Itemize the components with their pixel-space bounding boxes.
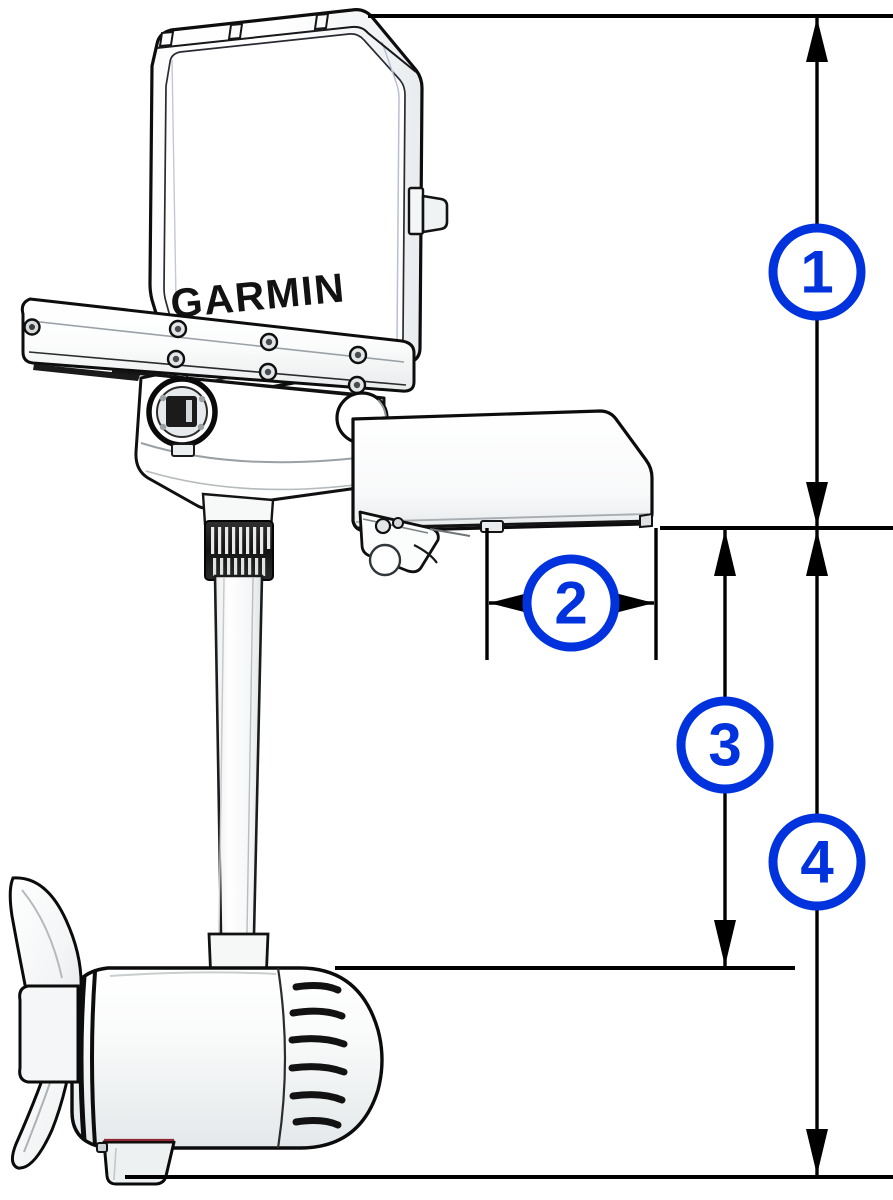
rear-band-2 — [90, 971, 97, 1146]
connector-port — [146, 376, 218, 457]
dim4-arrowhead-down — [806, 1129, 828, 1175]
port-screw — [198, 395, 206, 403]
bracket-body — [351, 409, 654, 533]
dim2-arrowhead-left — [489, 592, 532, 614]
callout-2-circle — [522, 554, 620, 652]
rail-bolts — [23, 318, 368, 395]
port-tab — [171, 443, 195, 457]
port-screw — [197, 423, 205, 431]
callout-4: 4 — [768, 813, 866, 911]
callout-3-label: 3 — [708, 712, 741, 779]
prop-blade-upper-rib — [21, 889, 63, 979]
latch-pivot-bolt — [374, 517, 392, 535]
bolt-head — [23, 318, 41, 336]
callout-2-label: 2 — [554, 570, 587, 637]
head-top-tabs — [158, 12, 330, 48]
dim2-arrowhead-right — [611, 592, 654, 614]
dim1-arrowhead-up — [806, 18, 828, 62]
skeg-rib — [113, 1147, 117, 1181]
propeller — [8, 876, 83, 1170]
bolt-head — [258, 362, 278, 382]
rear-band-1 — [78, 975, 87, 1141]
dim1-arrowhead-down — [806, 482, 828, 526]
callout-1-label: 1 — [800, 239, 833, 306]
bracket-underline — [355, 513, 649, 523]
dim3-arrowhead-up — [714, 530, 736, 576]
callout-1: 1 — [768, 223, 866, 321]
rail-top-edge — [30, 320, 405, 363]
callout-2: 2 — [522, 554, 620, 652]
head-side-boss — [407, 186, 449, 236]
latch-rod — [429, 528, 471, 537]
rail-bottom-edge — [28, 351, 407, 386]
bolt-head — [259, 332, 279, 352]
dim3-arrowhead-down — [714, 920, 736, 966]
port-screw — [159, 423, 167, 431]
port-socket — [166, 396, 197, 427]
bolt-head — [168, 319, 188, 339]
port-screw — [159, 394, 167, 402]
callout-1-circle — [768, 223, 866, 321]
head-top-bezel — [156, 25, 417, 73]
latch-roller — [368, 543, 402, 577]
dim4-arrowhead-up — [806, 530, 828, 576]
shaft-left-highlight — [218, 577, 225, 934]
prop-hub — [18, 984, 80, 1084]
bolt-head — [166, 349, 186, 369]
nose-cap-seam — [276, 967, 287, 1149]
dimension-3-line — [714, 530, 736, 966]
rail-body — [20, 297, 416, 393]
dimension-4-line — [806, 530, 828, 1175]
base-contour-2 — [145, 470, 384, 491]
lower-unit-highlight — [109, 971, 277, 977]
dimension-1-line — [806, 18, 828, 526]
hinge-latch-assembly — [358, 510, 471, 577]
callout-4-circle — [768, 813, 866, 911]
reference-lines — [125, 14, 893, 1179]
latch-small-bolt — [392, 517, 404, 529]
latch-lever — [413, 544, 438, 564]
port-key — [186, 400, 192, 422]
callout-4-label: 4 — [800, 829, 834, 896]
lower-unit — [70, 966, 384, 1150]
shaft-right-shade — [246, 577, 254, 934]
mount-bracket — [351, 409, 654, 533]
vent-slots — [288, 982, 348, 1129]
bracket-tip-notch — [639, 512, 653, 529]
base-contour — [140, 442, 383, 464]
shaft-collar — [201, 492, 275, 581]
head-right-crease — [381, 41, 400, 343]
skeg-bolt — [96, 1142, 108, 1153]
shaft — [207, 574, 270, 984]
bolt-head — [347, 375, 367, 395]
collar-knurl-ribs — [211, 527, 271, 576]
bolt-head — [348, 345, 368, 365]
rail-underside-shadow — [33, 364, 140, 381]
callout-3: 3 — [676, 696, 774, 794]
callout-3-circle — [676, 696, 774, 794]
bracket-mid-tab — [480, 520, 504, 533]
